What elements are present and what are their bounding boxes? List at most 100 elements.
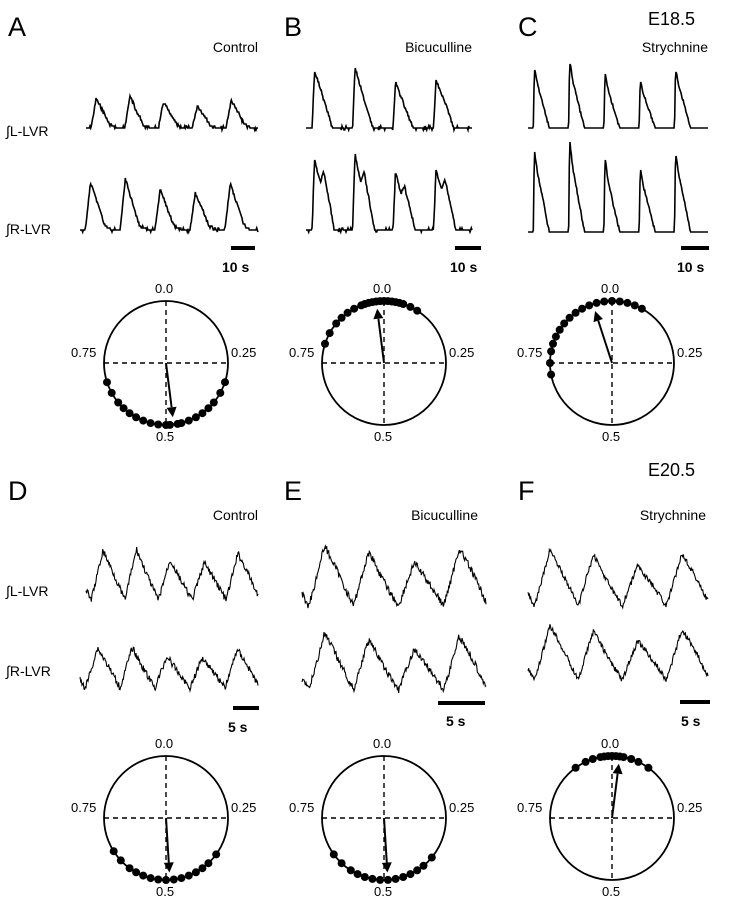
phase-dot-d [177,874,186,883]
phase-dot-e [427,853,436,862]
phase-dot-c [608,297,616,305]
panel-letter-d: D [8,476,28,506]
mean-vector-b [377,318,385,364]
phase-dot-e [399,873,408,881]
phase-dot-c [578,304,587,313]
scale-bar-b [455,246,481,250]
phase-dot-a [204,404,213,413]
condition-label-a: Control [212,39,258,55]
phase-dot-d [154,875,163,884]
phase-dot-d [125,864,134,873]
phase-dot-c [592,298,601,307]
phase-dot-a [139,416,148,425]
trace-a-right [80,177,259,235]
phase-dot-d [162,876,170,884]
phase-dot-e [419,861,428,870]
phase-dot-c [551,332,560,341]
phase-dot-b [350,304,359,313]
trace-c-right [528,141,708,233]
phase-dot-b [343,308,352,317]
phase-dot-d [109,847,118,856]
phase-dot-d [191,868,200,877]
scale-text-c: 10 s [677,259,705,275]
phase-label-left-a: 0.75 [71,345,97,360]
phase-label-top-a: 0.0 [155,281,174,296]
phase-label-bottom-f: 0.5 [602,884,621,899]
phase-dot-a [125,409,134,418]
phase-dot-c [546,359,554,367]
phase-label-bottom-b: 0.5 [374,429,393,444]
mean-vector-head-a [166,406,177,418]
condition-label-d: Control [212,507,258,523]
phase-dot-c [549,339,557,348]
phase-dot-a [132,413,141,422]
mean-vector-f [611,773,619,819]
panel-letter-a: A [8,12,27,42]
phase-label-bottom-e: 0.5 [374,884,393,899]
phase-label-right-a: 0.25 [231,345,257,360]
phase-dot-c [565,313,574,322]
condition-label-b: Bicuculline [405,39,472,55]
phase-dot-f [588,755,597,763]
phase-dot-e [329,850,338,859]
phase-dot-c [623,298,632,307]
phase-dot-a [209,398,218,407]
phase-dot-f [581,757,590,766]
phase-dot-d [212,850,221,859]
phase-label-top-f: 0.0 [601,736,620,751]
scale-bar-c [681,246,709,250]
mean-vector-d [165,817,170,863]
phase-label-left-c: 0.75 [517,345,543,360]
scale-text-f: 5 s [681,713,701,729]
phase-label-bottom-d: 0.5 [156,884,175,899]
phase-dot-d [204,859,213,868]
trace-f-left [527,547,709,610]
phase-dot-a [216,388,225,397]
phase-dot-d [184,871,193,880]
condition-label-f: Strychnine [639,507,706,523]
phase-dot-b [325,329,334,338]
phase-dot-b [321,339,329,348]
phase-dot-c [547,370,556,379]
phase-dot-c [555,325,564,334]
panel-letter-b: B [284,12,303,42]
phase-dot-b [406,302,415,311]
phase-dot-a [191,413,200,422]
panel-letter-e: E [284,476,303,506]
phase-dot-c [585,301,594,310]
phase-dot-d [146,874,155,883]
trace-label-right-bottom: ∫R-LVR [6,663,51,679]
phase-dot-f [571,763,580,772]
trace-label-left-bottom: ∫L-LVR [6,583,49,599]
phase-dot-a [173,419,182,428]
trace-b-left [306,67,472,134]
phase-dot-b [399,300,408,308]
scale-bar-f [680,700,710,704]
phase-dot-f [644,763,653,772]
scale-text-a: 10 s [222,259,250,275]
phase-dot-b [413,306,422,315]
phase-dot-f [627,755,636,763]
phase-label-right-c: 0.25 [677,345,703,360]
mean-vector-head-f [612,763,623,775]
panel-letter-c: C [518,12,538,42]
condition-label-e: Bicuculline [411,507,478,523]
phase-dot-a [198,409,207,418]
phase-label-left-f: 0.75 [517,800,543,815]
trace-d-right [79,646,259,693]
scale-bar-a [231,246,255,250]
phase-label-right-d: 0.25 [231,800,257,815]
trace-f-right [527,624,709,682]
trace-e-right [301,631,487,694]
phase-dot-f [634,757,643,766]
trace-a-left [86,92,258,134]
trace-label-right-top: ∫R-LVR [6,221,51,237]
trace-d-left [85,546,259,602]
phase-dot-a [221,378,229,387]
phase-dot-a [162,421,170,429]
trace-label-left-top: ∫L-LVR [6,123,49,139]
mean-vector-head-b [373,308,384,320]
phase-dot-e [413,866,422,875]
phase-dot-e [353,870,362,879]
phase-dot-e [376,875,385,884]
